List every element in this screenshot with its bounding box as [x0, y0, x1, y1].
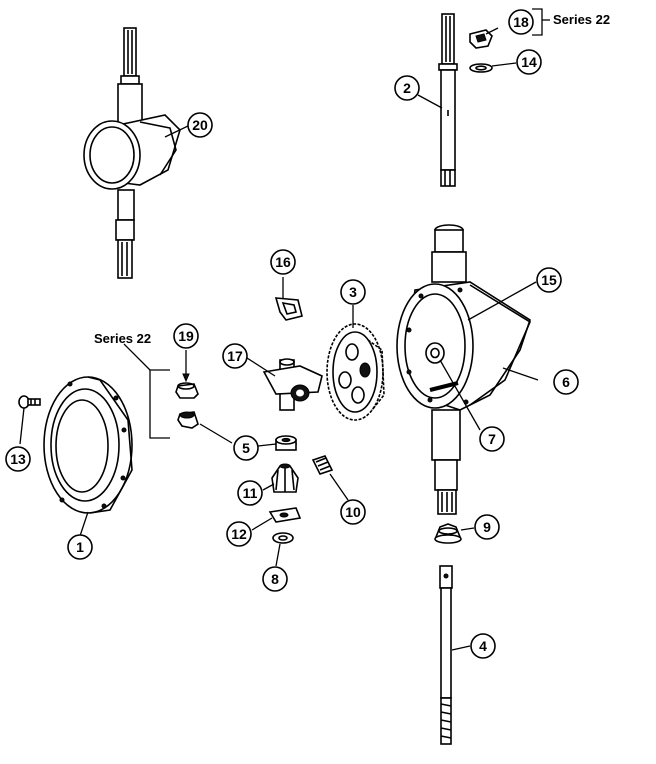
- part-4-agitator-shaft: [439, 565, 471, 745]
- part-16-retainer-clip: [274, 277, 303, 321]
- callout-18: 18: [508, 9, 534, 35]
- callout-2-label: 2: [403, 80, 411, 96]
- series-bracket-left: [123, 343, 170, 439]
- callout-11-label: 11: [243, 485, 258, 501]
- callout-3: 3: [340, 279, 366, 305]
- callout-19-label: 19: [178, 328, 194, 344]
- part-12-thrust-plate: [251, 507, 302, 531]
- callout-5-label: 5: [242, 440, 250, 456]
- callout-16: 16: [270, 249, 296, 275]
- callout-4-label: 4: [479, 638, 487, 654]
- callout-9: 9: [474, 514, 500, 540]
- callout-17-label: 17: [227, 348, 243, 364]
- part-19-bushing: [175, 350, 199, 399]
- series-label-left: Series 22: [94, 331, 151, 346]
- callout-6: 6: [553, 369, 579, 395]
- part-2-upper-shaft: [417, 13, 458, 187]
- callout-20: 20: [187, 112, 213, 138]
- callout-20-label: 20: [192, 117, 208, 133]
- series-bracket-top: [532, 8, 550, 36]
- callout-18-label: 18: [513, 14, 529, 30]
- callout-8-label: 8: [271, 571, 279, 587]
- part-bushing-lower: [177, 411, 199, 429]
- callout-7: 7: [479, 426, 505, 452]
- part-20-transmission-assembly: [83, 27, 189, 279]
- callout-1-label: 1: [76, 539, 84, 555]
- part-18-clip: [469, 27, 499, 49]
- callout-14-label: 14: [521, 54, 537, 70]
- series-label-top: Series 22: [553, 12, 610, 27]
- callout-10-label: 10: [345, 504, 361, 520]
- callout-15: 15: [536, 267, 562, 293]
- callout-19: 19: [173, 323, 199, 349]
- part-17-pinion-assembly: [246, 357, 323, 411]
- part-6-gear-housing: [396, 224, 539, 515]
- callout-11: 11: [237, 480, 263, 506]
- part-5-spacer: [199, 423, 297, 451]
- part-9-seal: [434, 523, 475, 544]
- part-11-pinion-gear: [262, 463, 299, 493]
- callout-1: 1: [67, 534, 93, 560]
- callout-14: 14: [516, 49, 542, 75]
- part-1-housing-cover: [43, 376, 133, 537]
- callout-7-label: 7: [488, 431, 496, 447]
- callout-13-label: 13: [10, 451, 26, 467]
- part-14-washer: [469, 62, 517, 73]
- callout-2: 2: [394, 75, 420, 101]
- part-10-pin: [311, 455, 349, 501]
- callout-15-label: 15: [541, 272, 557, 288]
- part-8-washer: [272, 532, 294, 567]
- part-13-screw: [18, 395, 41, 445]
- callout-13: 13: [5, 446, 31, 472]
- callout-12-label: 12: [231, 526, 247, 542]
- callout-8: 8: [262, 566, 288, 592]
- callout-17: 17: [222, 343, 248, 369]
- callout-6-label: 6: [562, 374, 570, 390]
- callout-3-label: 3: [349, 284, 357, 300]
- callout-5: 5: [233, 435, 259, 461]
- callout-16-label: 16: [275, 254, 291, 270]
- callout-4: 4: [470, 633, 496, 659]
- callout-9-label: 9: [483, 519, 491, 535]
- part-3-drive-gear: [326, 305, 385, 421]
- callout-10: 10: [340, 499, 366, 525]
- callout-12: 12: [226, 521, 252, 547]
